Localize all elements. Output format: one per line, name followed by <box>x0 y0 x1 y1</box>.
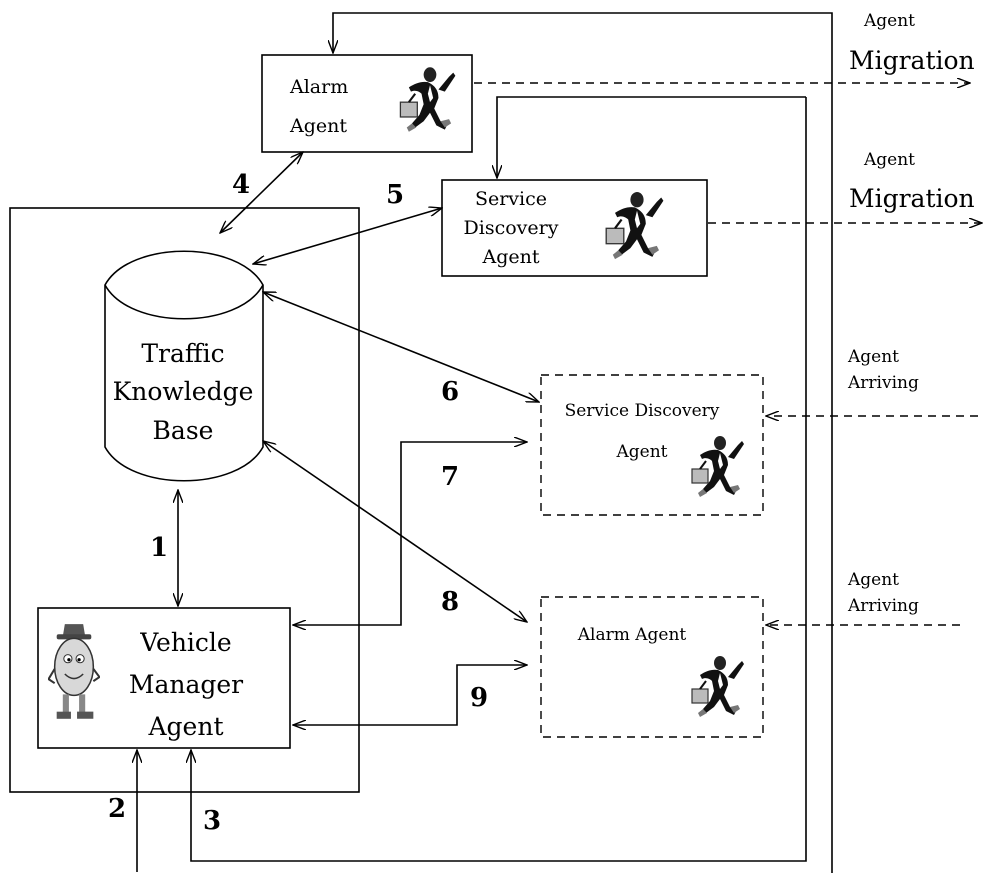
step-number-2: 2 <box>108 794 126 824</box>
arriving-label-1-line-1: Agent <box>847 347 899 367</box>
vehicle-manager-line-3: Agent <box>148 712 224 741</box>
running-businessman-icon <box>605 190 665 261</box>
alarm-agent-top-line-2: Agent <box>289 115 347 137</box>
alarm-agent-arriving-box: Alarm Agent <box>540 596 764 738</box>
route-to-alarm-agent <box>333 12 833 873</box>
arrow-5 <box>253 208 442 264</box>
service-discovery-agent-arriving-box: Service Discovery Agent <box>540 374 764 516</box>
kb-label-line-3: Base <box>153 416 214 445</box>
step-number-4: 4 <box>232 170 250 200</box>
service-agent-top-line-2: Discovery <box>464 217 559 239</box>
step-number-3: 3 <box>203 806 221 836</box>
service-agent-top-line-3: Agent <box>482 246 540 268</box>
arrow-6 <box>263 291 539 403</box>
alarm-agent-top-box: Alarm Agent <box>261 54 473 153</box>
route-to-service-agent <box>497 96 806 178</box>
step-number-6: 6 <box>441 377 459 407</box>
service-agent-top-line-1: Service <box>475 188 547 210</box>
arriving-label-2-line-1: Agent <box>847 570 899 590</box>
vehicle-manager-line-2: Manager <box>129 670 243 699</box>
arrow-9 <box>293 665 527 725</box>
running-businessman-icon <box>690 434 746 499</box>
running-businessman-icon <box>690 654 746 719</box>
running-businessman-icon <box>399 66 457 133</box>
step-number-1: 1 <box>150 533 168 563</box>
arrow-4 <box>220 152 303 233</box>
kb-label-line-1: Traffic <box>141 339 224 368</box>
migration-label-2-big: Migration <box>849 184 975 213</box>
step-number-8: 8 <box>441 587 459 617</box>
service-agent-arriving-line-2: Agent <box>616 442 668 462</box>
vehicle-container <box>9 207 360 793</box>
step-number-7: 7 <box>441 462 459 492</box>
kb-label-line-2: Knowledge <box>113 377 254 406</box>
migration-label-1-big: Migration <box>849 46 975 75</box>
arriving-label-1-line-2: Arriving <box>847 373 919 393</box>
alarm-agent-arriving-label: Alarm Agent <box>577 625 687 645</box>
migration-label-1-small: Agent <box>863 11 915 31</box>
vehicle-manager-agent-box: Vehicle Manager Agent <box>37 607 291 749</box>
step-number-9: 9 <box>470 683 488 713</box>
egg-mascot-icon <box>48 623 100 720</box>
migration-label-2-small: Agent <box>863 150 915 170</box>
service-discovery-agent-top-box: Service Discovery Agent <box>441 179 708 277</box>
vehicle-manager-line-1: Vehicle <box>139 628 231 657</box>
alarm-agent-top-line-1: Alarm <box>289 76 348 98</box>
arriving-label-2-line-2: Arriving <box>847 596 919 616</box>
service-agent-arriving-line-1: Service Discovery <box>565 401 720 421</box>
arrow-3 <box>191 97 807 862</box>
arrow-8 <box>263 441 527 622</box>
step-number-5: 5 <box>386 180 404 210</box>
traffic-knowledge-base: Traffic Knowledge Base <box>104 250 264 482</box>
